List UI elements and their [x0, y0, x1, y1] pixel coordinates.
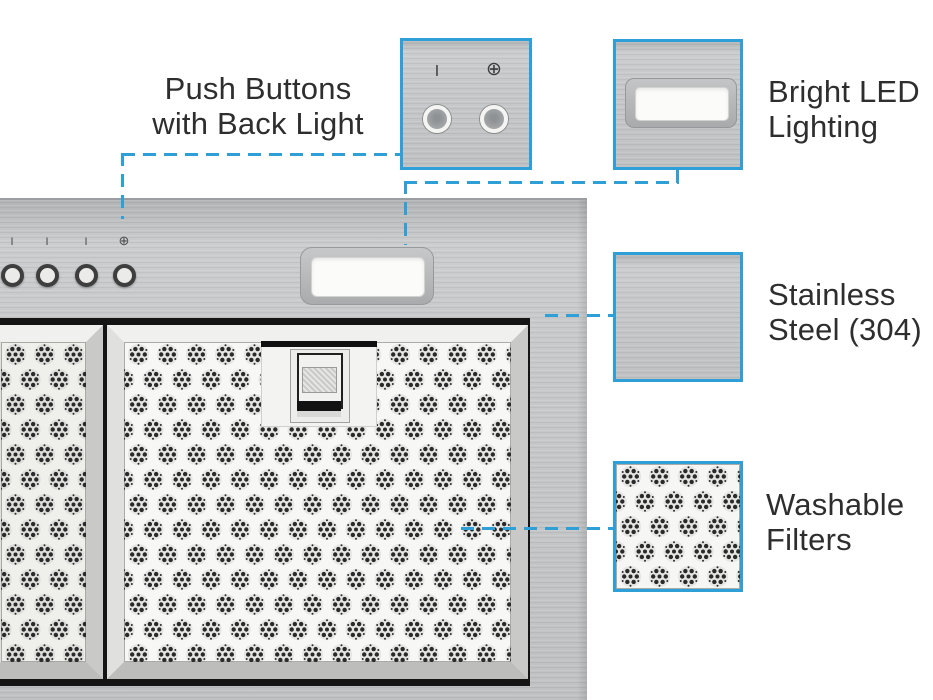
connector-stainless-horizontal: [545, 314, 613, 317]
bright-led-label: Bright LED Lighting: [768, 74, 920, 144]
filter-latch-top-bar: [261, 341, 377, 347]
callout-led-light: [625, 78, 737, 128]
push-buttons-label: Push Buttons with Back Light: [130, 71, 386, 141]
filter-latch-grip-pad: [302, 367, 337, 393]
connector-led-stub: [676, 170, 679, 184]
hood-speed-button-1: [1, 264, 24, 287]
stainless-steel-label-line2: Steel (304): [768, 312, 922, 347]
filter-mesh: [616, 464, 740, 589]
push-buttons-label-line1: Push Buttons: [164, 71, 352, 106]
callout-led-box: [613, 39, 743, 170]
hood-led-lens: [311, 257, 425, 297]
callout-push-buttons-box: I ⊕: [400, 38, 532, 170]
speed-mark-icon: I: [84, 236, 88, 248]
speed-mark-icon: I: [45, 236, 49, 248]
stainless-steel-label-line1: Stainless: [768, 277, 896, 312]
bright-led-label-line2: Lighting: [768, 109, 879, 144]
push-buttons-label-line2: with Back Light: [152, 106, 364, 141]
callout-led-lens: [635, 87, 729, 121]
connector-filters-horizontal: [461, 527, 613, 530]
filter-mesh: [1, 342, 86, 662]
washable-filters-label: Washable Filters: [766, 487, 904, 557]
hood-led-light: [300, 247, 434, 305]
hood-speed-button-3: [75, 264, 98, 287]
callout-speed-button: [423, 105, 451, 133]
connector-push-buttons-vertical: [121, 153, 124, 219]
grease-filter-left: [0, 325, 103, 679]
washable-filters-label-line2: Filters: [766, 522, 852, 557]
hood-light-button: [113, 264, 136, 287]
hood-speed-button-2: [36, 264, 59, 287]
washable-filters-label-line1: Washable: [766, 487, 905, 522]
connector-led-vertical: [404, 181, 407, 245]
grease-filter-main: [107, 325, 528, 679]
speed-mark-icon: I: [10, 236, 14, 248]
filter-latch-handle: [297, 401, 341, 411]
connector-led-horizontal: [404, 181, 679, 184]
callout-light-button: [480, 105, 508, 133]
bright-led-label-line1: Bright LED: [768, 74, 920, 109]
callout-stainless-steel-box: [613, 252, 743, 382]
filter-latch-lip: [297, 411, 341, 417]
stainless-steel-label: Stainless Steel (304): [768, 277, 922, 347]
connector-push-buttons-horizontal: [122, 153, 400, 156]
light-symbol-icon: ⊕: [486, 59, 502, 80]
callout-washable-filter-box: [613, 461, 743, 592]
light-symbol-icon: ⊕: [118, 233, 130, 248]
speed-mark-icon: I: [434, 63, 440, 80]
